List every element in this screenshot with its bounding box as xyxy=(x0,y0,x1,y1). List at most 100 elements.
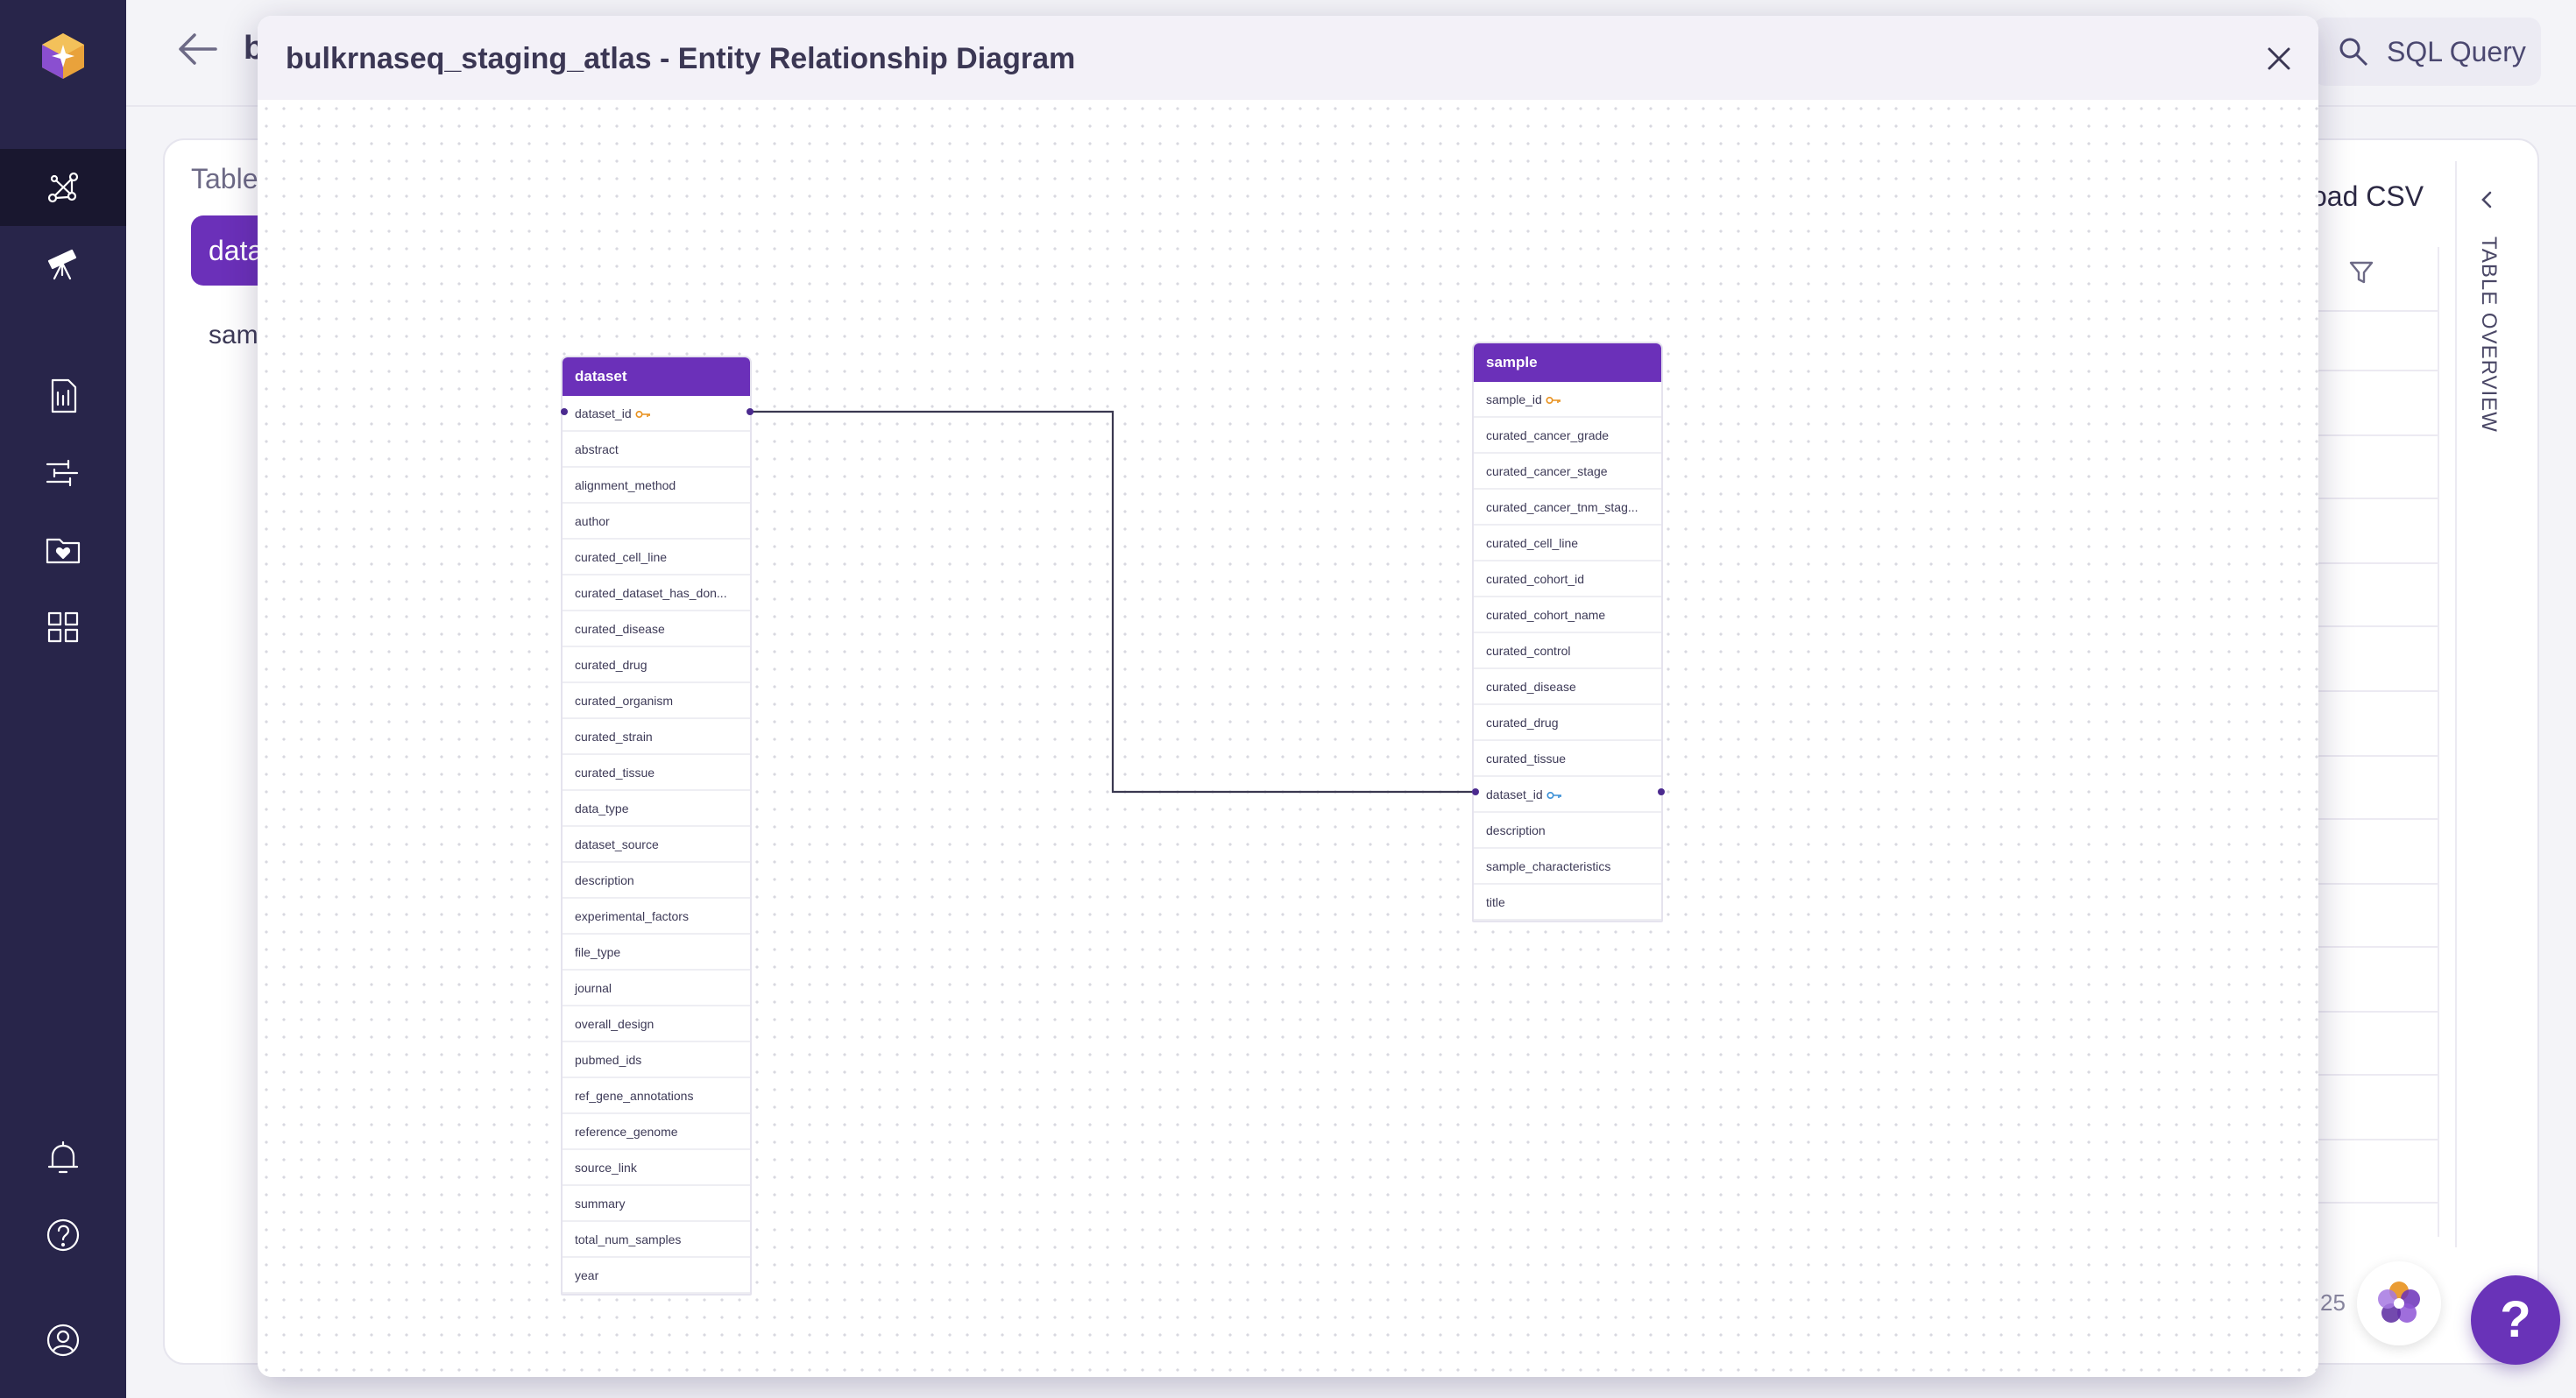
chevron-left-icon[interactable] xyxy=(2478,189,2495,210)
er-column-name: abstract xyxy=(575,442,619,456)
connection-handle[interactable] xyxy=(747,408,754,415)
er-column-row[interactable]: title xyxy=(1474,885,1661,921)
sidebar xyxy=(0,0,126,1398)
er-column-row[interactable]: description xyxy=(563,863,750,899)
grid-row-line xyxy=(2317,946,2439,948)
table-overview-label[interactable]: TABLE OVERVIEW xyxy=(2477,237,2501,433)
sidebar-item-pipelines[interactable] xyxy=(0,434,126,512)
er-column-row[interactable]: curated_cell_line xyxy=(563,540,750,575)
folder-heart-icon xyxy=(46,538,81,564)
er-column-name: sample_characteristics xyxy=(1486,859,1611,873)
er-column-row[interactable]: sample_id xyxy=(1474,382,1661,418)
er-column-row[interactable]: curated_cell_line xyxy=(1474,526,1661,561)
er-column-row[interactable]: sample_characteristics xyxy=(1474,849,1661,885)
er-column-row[interactable]: curated_cancer_stage xyxy=(1474,454,1661,490)
er-column-row[interactable]: summary xyxy=(563,1186,750,1222)
grid-row-line xyxy=(2317,1074,2439,1076)
er-column-row[interactable]: author xyxy=(563,504,750,540)
table-tab-sample[interactable]: sam xyxy=(209,321,258,350)
er-column-row[interactable]: abstract xyxy=(563,432,750,468)
er-column-row[interactable]: file_type xyxy=(563,935,750,971)
er-column-name: overall_design xyxy=(575,1017,655,1031)
sql-query-label: SQL Query xyxy=(2387,35,2526,67)
search-icon xyxy=(2339,38,2368,67)
er-column-row[interactable]: source_link xyxy=(563,1150,750,1186)
er-column-row[interactable]: curated_cohort_name xyxy=(1474,597,1661,633)
sidebar-item-explore[interactable] xyxy=(0,224,126,301)
er-column-row[interactable]: pubmed_ids xyxy=(563,1042,750,1078)
table-overview-panel xyxy=(2455,161,2508,1247)
er-column-row[interactable]: curated_organism xyxy=(563,683,750,719)
close-icon[interactable] xyxy=(2266,46,2292,72)
sql-query-button[interactable]: SQL Query xyxy=(2313,18,2541,86)
assistant-button[interactable] xyxy=(2357,1261,2441,1345)
er-column-row[interactable]: curated_drug xyxy=(563,647,750,683)
download-csv-button[interactable]: oad CSV xyxy=(2311,180,2424,212)
flower-logo-icon xyxy=(2378,1282,2420,1323)
sidebar-item-documents[interactable] xyxy=(0,357,126,434)
sidebar-item-notifications[interactable] xyxy=(0,1119,126,1197)
connection-handle[interactable] xyxy=(1472,788,1479,795)
er-column-row[interactable]: curated_cancer_grade xyxy=(1474,418,1661,454)
er-column-row[interactable]: experimental_factors xyxy=(563,899,750,935)
er-column-row[interactable]: description xyxy=(1474,813,1661,849)
er-column-name: pubmed_ids xyxy=(575,1053,642,1067)
sidebar-item-apps[interactable] xyxy=(0,589,126,666)
grid-row-line xyxy=(2317,1011,2439,1013)
er-column-name: alignment_method xyxy=(575,478,676,492)
er-column-row[interactable]: dataset_source xyxy=(563,827,750,863)
er-column-row[interactable]: curated_cohort_id xyxy=(1474,561,1661,597)
er-column-row[interactable]: alignment_method xyxy=(563,468,750,504)
sidebar-item-favorites[interactable] xyxy=(0,512,126,589)
pipeline-icon xyxy=(46,459,79,487)
er-column-row[interactable]: curated_disease xyxy=(1474,669,1661,705)
sidebar-item-graph[interactable] xyxy=(0,149,126,226)
er-column-row[interactable]: journal xyxy=(563,971,750,1006)
er-column-row[interactable]: curated_strain xyxy=(563,719,750,755)
back-arrow-icon[interactable] xyxy=(177,32,217,67)
er-column-row[interactable]: year xyxy=(563,1258,750,1294)
er-column-name: reference_genome xyxy=(575,1125,678,1139)
connection-handle[interactable] xyxy=(561,408,568,415)
er-column-row[interactable]: curated_dataset_has_don... xyxy=(563,575,750,611)
help-fab-button[interactable]: ? xyxy=(2471,1275,2560,1365)
connection-handle[interactable] xyxy=(1658,788,1665,795)
grid-row-line xyxy=(2317,434,2439,436)
sidebar-item-profile[interactable] xyxy=(0,1302,126,1379)
grid-icon xyxy=(47,611,79,643)
er-column-row[interactable]: curated_cancer_tnm_stag... xyxy=(1474,490,1661,526)
logo-icon[interactable] xyxy=(39,32,88,81)
foreign-key-icon xyxy=(1546,792,1561,800)
grid-row-line xyxy=(2317,498,2439,499)
modal-header: bulkrnaseq_staging_atlas - Entity Relati… xyxy=(258,16,2318,100)
er-column-row[interactable]: curated_disease xyxy=(563,611,750,647)
er-column-row[interactable]: curated_drug xyxy=(1474,705,1661,741)
er-column-row[interactable]: overall_design xyxy=(563,1006,750,1042)
er-column-name: curated_drug xyxy=(1486,716,1559,730)
filter-icon[interactable] xyxy=(2348,259,2374,286)
er-column-row[interactable]: dataset_id xyxy=(563,396,750,432)
er-column-name: description xyxy=(575,873,634,887)
er-column-name: file_type xyxy=(575,945,621,959)
grid-row-line xyxy=(2317,1202,2439,1204)
er-column-name: ref_gene_annotations xyxy=(575,1089,694,1103)
user-icon xyxy=(46,1324,80,1357)
er-column-row[interactable]: total_num_samples xyxy=(563,1222,750,1258)
er-column-row[interactable]: curated_tissue xyxy=(563,755,750,791)
graph-icon xyxy=(47,172,79,203)
er-column-row[interactable]: reference_genome xyxy=(563,1114,750,1150)
er-column-row[interactable]: ref_gene_annotations xyxy=(563,1078,750,1114)
sidebar-item-help[interactable] xyxy=(0,1197,126,1274)
er-column-name: curated_organism xyxy=(575,694,674,708)
er-column-row[interactable]: dataset_id xyxy=(1474,777,1661,813)
er-column-row[interactable]: curated_control xyxy=(1474,633,1661,669)
er-column-name: curated_strain xyxy=(575,730,653,744)
er-column-row[interactable]: curated_tissue xyxy=(1474,741,1661,777)
er-column-row[interactable]: data_type xyxy=(563,791,750,827)
relationship-edge xyxy=(752,410,1474,794)
